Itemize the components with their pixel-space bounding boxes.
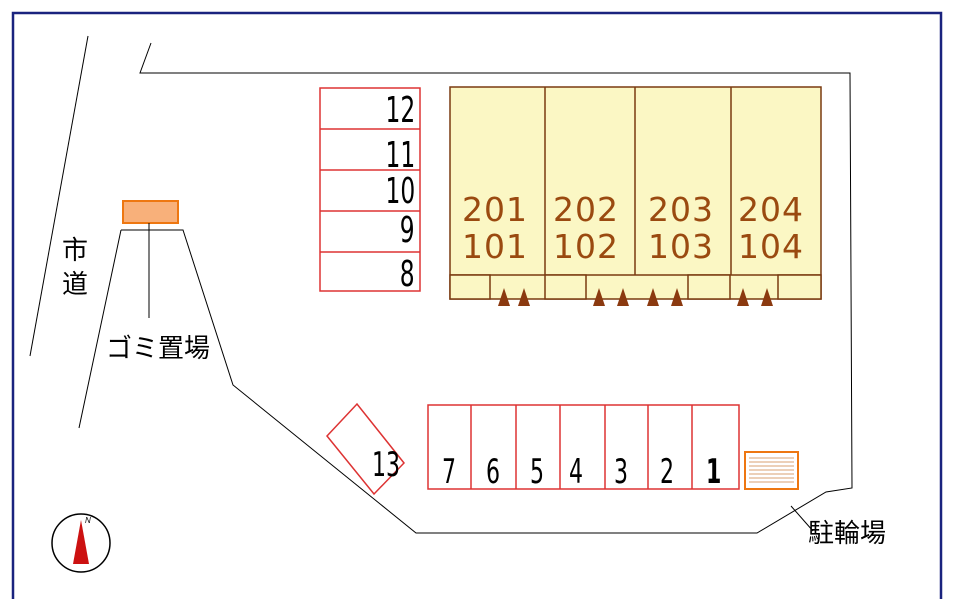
- unit-204: 204: [738, 190, 804, 229]
- parking-number-8: 8: [400, 254, 415, 295]
- entrance-porch: [687, 274, 731, 300]
- entrance-porch: [777, 274, 822, 300]
- parking-number-10: 10: [385, 171, 415, 212]
- unit-104: 104: [738, 227, 804, 266]
- compass-icon: [51, 513, 111, 573]
- road-label-1: 市: [62, 236, 89, 266]
- bicycle-pointer-line: [790, 505, 814, 532]
- site-boundary: [121, 42, 853, 534]
- parking-number-13: 13: [372, 445, 401, 485]
- apartment-building: [449, 86, 822, 300]
- unit-101: 101: [462, 227, 528, 266]
- unit-102: 102: [553, 227, 619, 266]
- map-frame: [11, 11, 943, 599]
- parking-number-7: 7: [442, 452, 457, 492]
- road-line-left: [29, 35, 89, 357]
- parking-number-6: 6: [486, 452, 501, 492]
- garbage-label: ゴミ置場: [106, 334, 211, 364]
- parking-number-4: 4: [569, 452, 584, 492]
- parking-13-slot: [326, 402, 405, 496]
- parking-row-bottom: [427, 404, 740, 490]
- parking-number-11: 11: [385, 135, 415, 176]
- parking-number-3: 3: [614, 452, 629, 492]
- compass-north-letter: N: [85, 516, 91, 525]
- parking-number-5: 5: [530, 452, 545, 492]
- entrance-porch: [544, 274, 587, 300]
- garbage-area: [122, 200, 179, 224]
- road-line-right: [78, 229, 122, 429]
- unit-203: 203: [648, 190, 714, 229]
- parking-number-1: 1: [706, 452, 722, 492]
- bicycle-label: 駐輪場: [808, 519, 887, 549]
- entrance-porch: [449, 274, 491, 300]
- unit-201: 201: [462, 190, 528, 229]
- parking-number-12: 12: [385, 90, 415, 131]
- entrance-markers: [498, 288, 773, 306]
- road-label-2: 道: [62, 270, 89, 300]
- parking-stack-top: [319, 87, 421, 292]
- unit-202: 202: [553, 190, 619, 229]
- bicycle-parking: [744, 451, 799, 490]
- parking-number-9: 9: [400, 210, 415, 251]
- unit-103: 103: [648, 227, 714, 266]
- parking-number-2: 2: [660, 452, 675, 492]
